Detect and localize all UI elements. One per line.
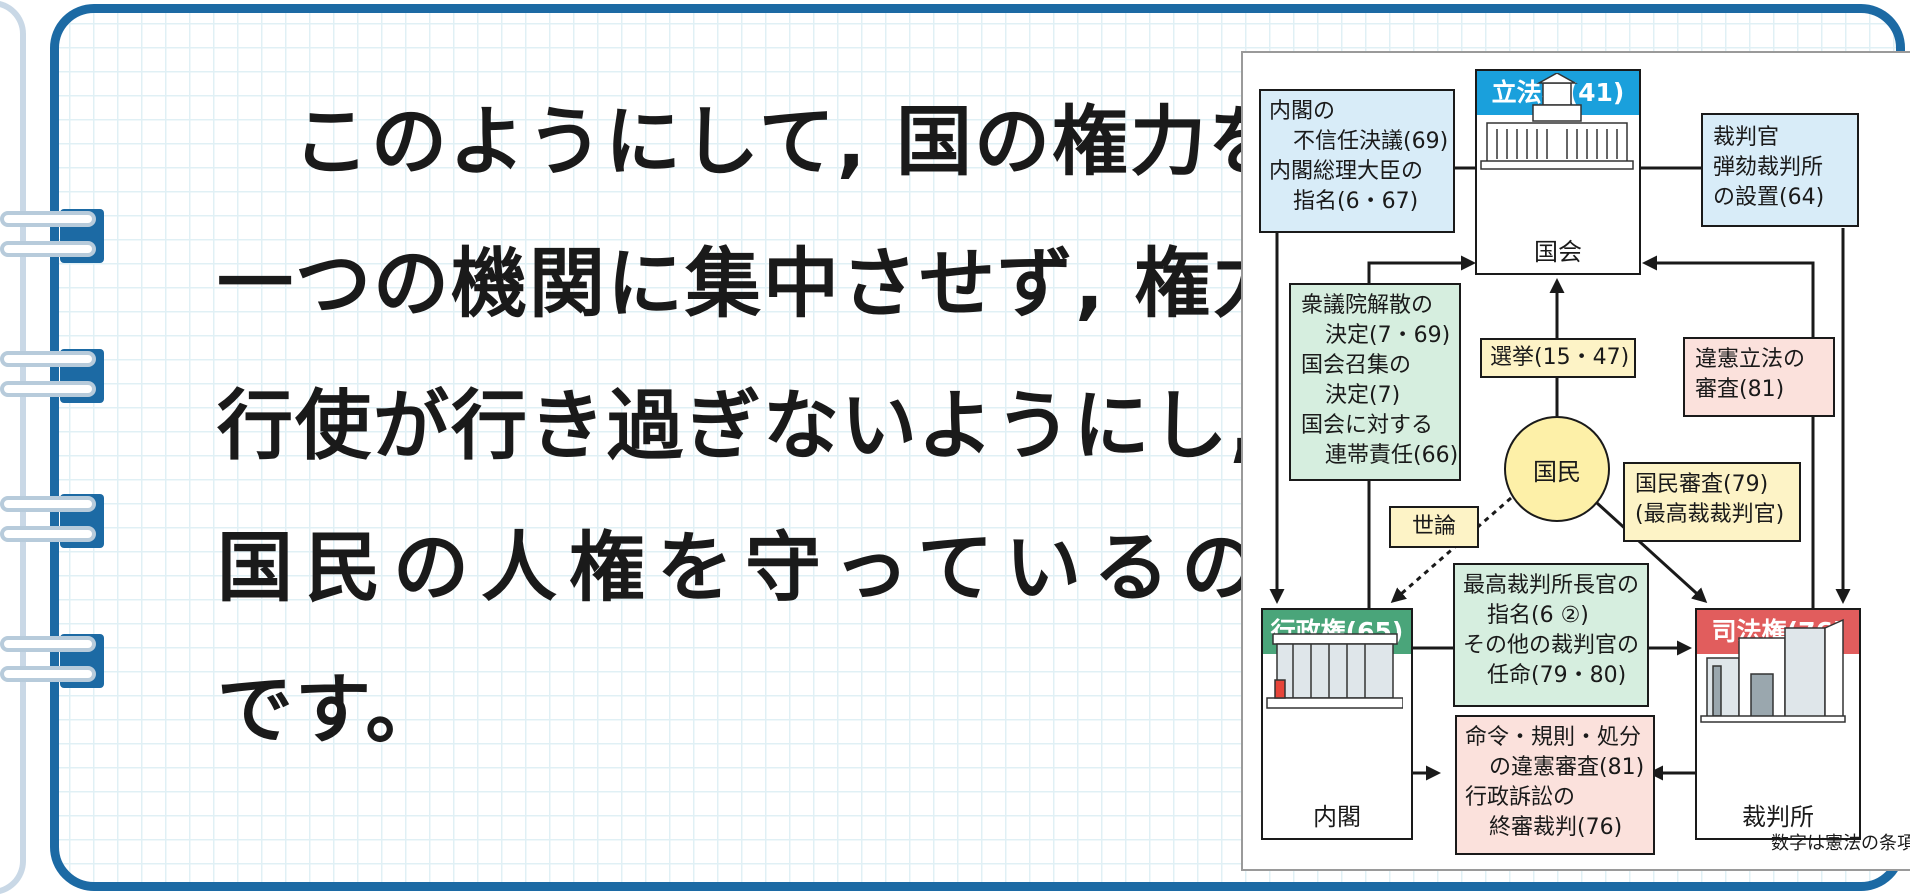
box-jud-to-exe: 命令・規則・処分 の違憲審査(81) 行政訴訟の 終審裁判(76) <box>1455 715 1655 855</box>
box-jud-to-leg-line-2: 審査(81) <box>1695 377 1785 402</box>
ring-bar <box>0 351 96 367</box>
box-exe-to-leg-line-1: 衆議院解散の <box>1301 293 1434 318</box>
main-text: このようにして, 国の権力を 一つの機関に集中させず, 権力 行使が行き過ぎない… <box>217 71 1291 781</box>
ring-bar <box>0 496 96 512</box>
ring-bar <box>0 666 96 682</box>
box-exe-to-leg-line-5: 国会に対する <box>1301 413 1434 438</box>
box-exe-to-jud: 最高裁判所長官の 指名(6 ②) その他の裁判官の 任命(79・80) <box>1453 563 1649 707</box>
article-numbers-note: 数字は憲法の条項 <box>1771 833 1910 854</box>
box-jud-to-leg-line-1: 違憲立法の <box>1695 347 1806 372</box>
box-public-opinion: 世論 <box>1389 506 1479 548</box>
arrow-citizen-to-jud <box>1595 501 1708 604</box>
arrow-exe-to-leg <box>1367 255 1476 608</box>
legislative-footer: 国会 <box>1534 238 1582 266</box>
main-text-line-1: このようにして, 国の権力を <box>293 97 1287 186</box>
box-exe-to-jud-line-1: 最高裁判所長官の <box>1463 573 1640 598</box>
box-leg-to-jud: 裁判官 弾劾裁判所 の設置(64) <box>1701 113 1859 227</box>
judicial-footer: 裁判所 <box>1742 803 1814 831</box>
box-exe-to-jud-line-3: その他の裁判官の <box>1463 633 1640 658</box>
ring-bar <box>0 211 96 227</box>
notebook-page: このようにして, 国の権力を 一つの機関に集中させず, 権力 行使が行き過ぎない… <box>50 4 1910 891</box>
box-leg-to-exe: 内閣の 不信任決議(69) 内閣総理大臣の 指名(6・67) <box>1259 89 1455 233</box>
arrow-jud-to-leg <box>1642 255 1815 608</box>
national-diet-icon <box>1480 73 1634 170</box>
box-jud-to-exe-line-2: の違憲審査(81) <box>1489 755 1645 780</box>
box-jud-to-exe-line-1: 命令・規則・処分 <box>1465 725 1642 750</box>
box-leg-to-exe-line-3: 内閣総理大臣の <box>1269 159 1424 184</box>
executive-footer: 内閣 <box>1313 803 1361 831</box>
citizen-label: 国民 <box>1533 457 1581 486</box>
ring-bar <box>0 241 96 257</box>
supreme-court-building-icon <box>1700 618 1846 723</box>
citizen-circle: 国民 <box>1504 416 1610 522</box>
box-leg-to-jud-line-2: 弾劾裁判所 <box>1713 155 1824 180</box>
box-exe-to-leg-line-3: 国会召集の <box>1301 353 1412 378</box>
box-election: 選挙(15・47) <box>1480 338 1636 378</box>
ring-bar <box>0 636 96 652</box>
box-review-line-1: 国民審査(79) <box>1635 472 1769 497</box>
ring-bar <box>0 526 96 542</box>
binding-ring-2 <box>0 345 104 407</box>
binding-ring-4 <box>0 630 104 692</box>
judicial-branch: 司法権(76) 裁判所 <box>1695 608 1861 840</box>
adjacent-page-edge <box>0 0 26 895</box>
arrow-opinion-to-exe <box>1390 496 1512 603</box>
main-text-line-4: 国民の人権を守っているの <box>217 523 1270 612</box>
main-text-line-5: です。 <box>217 665 444 754</box>
box-exe-to-leg-line-4: 決定(7) <box>1325 383 1401 408</box>
box-exe-to-leg-line-2: 決定(7・69) <box>1325 323 1451 348</box>
cabinet-building-icon <box>1266 633 1403 709</box>
box-leg-to-exe-line-1: 内閣の <box>1269 99 1336 124</box>
box-opinion-label: 世論 <box>1411 514 1456 539</box>
legislative-branch: 立法権(41) 国会 <box>1475 69 1641 275</box>
box-exe-to-leg-line-6: 連帯責任(66) <box>1325 443 1459 468</box>
box-leg-to-jud-line-3: の設置(64) <box>1713 185 1825 210</box>
binding-ring-1 <box>0 205 104 267</box>
separation-of-powers-diagram: 立法権(41) 国会 行政権(65) <box>1241 51 1910 871</box>
box-exe-to-leg: 衆議院解散の 決定(7・69) 国会召集の 決定(7) 国会に対する 連帯責任(… <box>1289 283 1461 481</box>
box-exe-to-jud-line-4: 任命(79・80) <box>1487 663 1627 688</box>
box-jud-to-leg: 違憲立法の 審査(81) <box>1683 337 1835 417</box>
binding-ring-3 <box>0 490 104 552</box>
box-review-line-2: (最高裁裁判官) <box>1635 502 1785 527</box>
box-national-review: 国民審査(79) (最高裁裁判官) <box>1623 462 1801 542</box>
box-jud-to-exe-line-4: 終審裁判(76) <box>1489 815 1623 840</box>
box-exe-to-jud-line-2: 指名(6 ②) <box>1487 603 1589 628</box>
executive-branch: 行政権(65) 内閣 <box>1261 608 1413 840</box>
box-leg-to-exe-line-4: 指名(6・67) <box>1293 189 1419 214</box>
main-text-line-2: 一つの機関に集中させず, 権力 <box>217 239 1291 328</box>
ring-bar <box>0 381 96 397</box>
box-leg-to-exe-line-2: 不信任決議(69) <box>1293 129 1449 154</box>
box-jud-to-exe-line-3: 行政訴訟の <box>1465 785 1576 810</box>
box-election-label: 選挙(15・47) <box>1490 345 1630 370</box>
box-leg-to-jud-line-1: 裁判官 <box>1713 125 1780 150</box>
main-text-line-3: 行使が行き過ぎないようにし, <box>217 381 1261 470</box>
